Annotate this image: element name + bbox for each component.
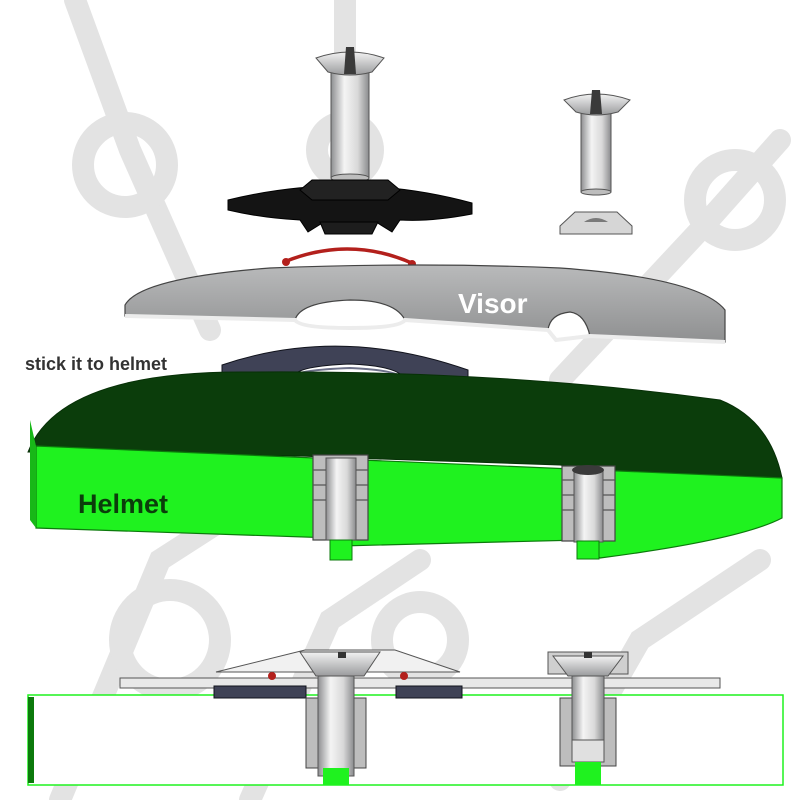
helmet-label: Helmet bbox=[78, 489, 168, 519]
small-screw bbox=[563, 90, 631, 196]
helmet-section bbox=[27, 371, 783, 559]
visor-label: Visor bbox=[458, 288, 528, 319]
helmet-insert-left bbox=[312, 454, 369, 561]
assembled-cross-section bbox=[27, 649, 784, 786]
large-screw bbox=[315, 47, 385, 183]
stick-to-helmet-label: stick it to helmet bbox=[25, 354, 167, 374]
small-washer bbox=[559, 211, 633, 235]
black-flange-nut bbox=[227, 179, 473, 235]
helmet-insert-right bbox=[561, 465, 616, 560]
visor-plate bbox=[124, 264, 726, 344]
